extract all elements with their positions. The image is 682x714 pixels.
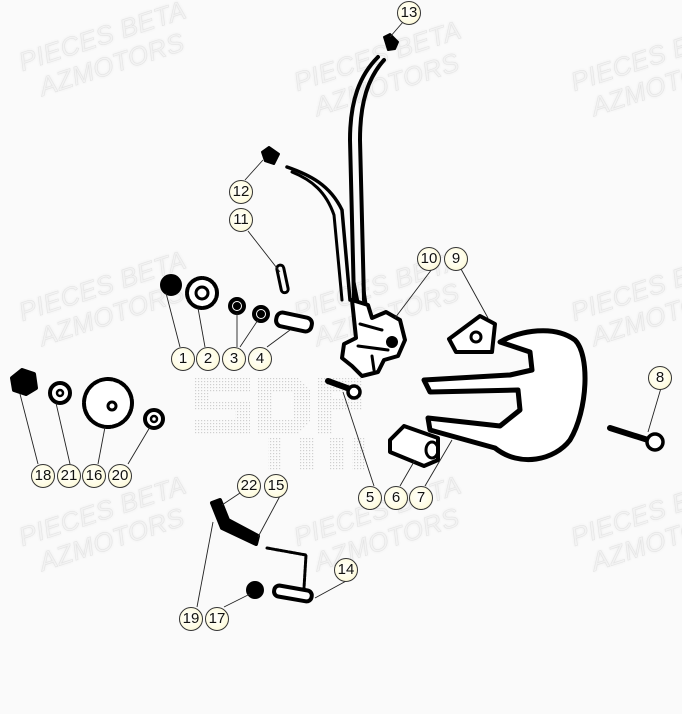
nut-17: [246, 581, 264, 599]
nut-21: [48, 381, 72, 405]
leader-lines: [19, 21, 662, 608]
callout-3[interactable]: 3: [222, 347, 246, 371]
callout-4[interactable]: 4: [248, 347, 272, 371]
washer-3b: [252, 305, 270, 323]
callout-15[interactable]: 15: [264, 474, 288, 498]
hose-cap: [261, 146, 280, 165]
callout-2[interactable]: 2: [196, 347, 220, 371]
fuel-tap: [340, 280, 407, 378]
bushing-4: [274, 310, 314, 334]
nut-20: [143, 408, 165, 430]
connector-14: [272, 583, 314, 604]
callout-12[interactable]: 12: [229, 180, 253, 204]
callout-16[interactable]: 16: [82, 464, 106, 488]
callout-21[interactable]: 21: [57, 464, 81, 488]
gear-16: [82, 377, 134, 429]
rubber-block: [388, 424, 440, 468]
gear-2: [185, 276, 219, 310]
wire-15: [265, 546, 308, 590]
tank-shroud: [421, 328, 588, 463]
bracket-22: [210, 498, 260, 546]
callout-8[interactable]: 8: [648, 366, 672, 390]
nut-18: [10, 368, 38, 396]
callout-17[interactable]: 17: [205, 607, 229, 631]
callout-14[interactable]: 14: [334, 558, 358, 582]
callout-22[interactable]: 22: [237, 474, 261, 498]
fuel-hose-short: [285, 165, 352, 302]
callout-13[interactable]: 13: [397, 1, 421, 25]
callout-7[interactable]: 7: [409, 486, 433, 510]
callout-19[interactable]: 19: [179, 607, 203, 631]
hose-clip: [383, 33, 399, 51]
bolt-5: [325, 378, 362, 400]
callout-1[interactable]: 1: [171, 347, 195, 371]
fuel-hose-long: [348, 55, 386, 302]
callout-20[interactable]: 20: [108, 464, 132, 488]
callout-18[interactable]: 18: [31, 464, 55, 488]
pin: [275, 263, 290, 295]
callout-9[interactable]: 9: [444, 247, 468, 271]
bracket-plate: [447, 314, 497, 354]
callout-5[interactable]: 5: [358, 486, 382, 510]
callout-10[interactable]: 10: [417, 247, 441, 271]
callout-11[interactable]: 11: [229, 208, 253, 232]
nut-1: [160, 274, 182, 296]
washer-3: [228, 297, 246, 315]
callout-6[interactable]: 6: [384, 486, 408, 510]
bolt-8: [607, 425, 665, 452]
